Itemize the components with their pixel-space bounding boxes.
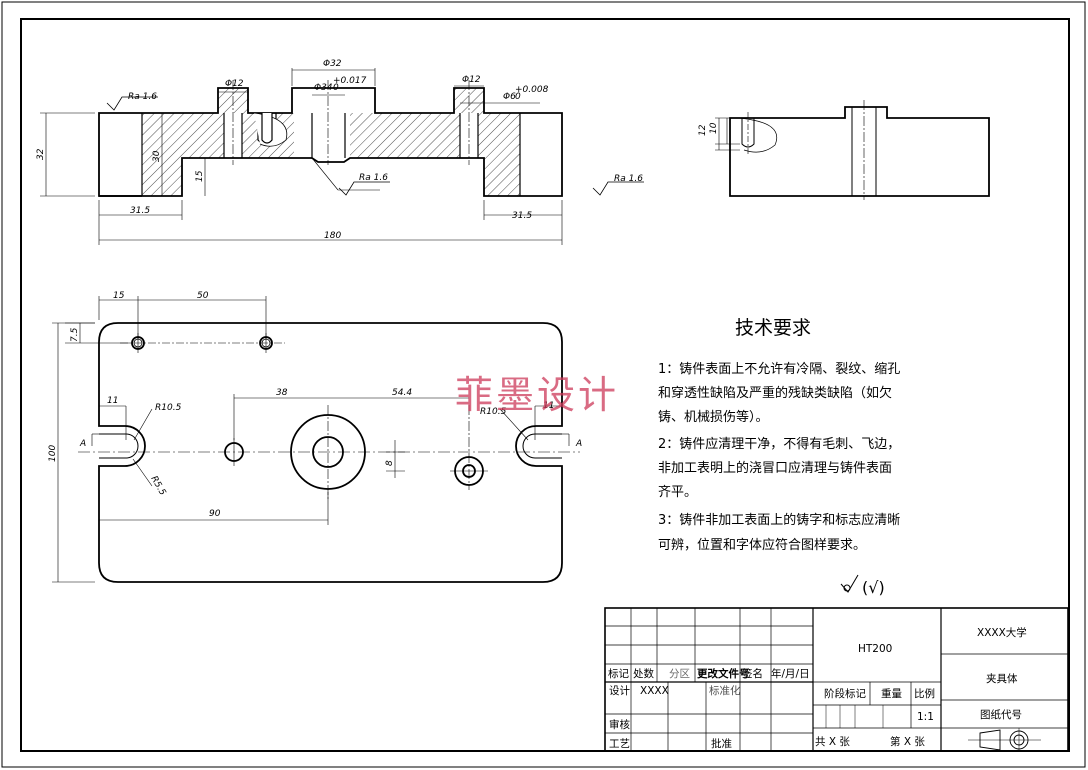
dim-phi32: Φ32: [323, 59, 342, 69]
top-dim-8: 8: [385, 460, 395, 466]
tech-title: 技术要求: [735, 317, 811, 339]
side-dim-10: 10: [709, 122, 719, 134]
tech-line-3: 铸、机械损伤等）。: [658, 409, 769, 425]
ra-left-label: Ra 1.6: [128, 92, 157, 102]
watermark: 菲墨设计: [455, 373, 619, 417]
top-dim-15: 15: [113, 291, 125, 301]
tech-line-1: 1：铸件表面上不允许有冷隔、裂纹、缩孔: [658, 361, 900, 377]
dim-180: 180: [324, 231, 341, 241]
top-dim-7-5: 7.5: [70, 327, 80, 342]
tb-stage: 阶段标记: [824, 687, 866, 700]
roughness-symbols: [106, 96, 644, 196]
dim-32: 32: [36, 148, 46, 160]
dim-30: 30: [152, 150, 162, 162]
tech-line-5: 非加工表明上的浇冒口应清理与铸件表面: [658, 460, 892, 476]
tech-line-4: 2：铸件应清理干净，不得有毛刺、飞边，: [658, 436, 900, 452]
top-dim-50: 50: [197, 291, 209, 301]
tb-weight: 重量: [881, 687, 902, 700]
tech-line-8: 可辨，位置和字体应符合图样要求。: [658, 537, 866, 553]
top-dim-r10-5-right: R10.5: [480, 407, 507, 417]
tb-process: 工艺: [609, 738, 630, 750]
general-roughness-icon: [840, 574, 859, 593]
tb-review: 审核: [609, 718, 630, 731]
top-dim-38: 38: [276, 388, 288, 398]
dim-phi34: Φ34: [314, 83, 333, 93]
ra-mid-label: Ra 1.6: [359, 173, 388, 183]
section-a-left: A: [79, 439, 86, 449]
top-view: [78, 322, 580, 583]
tech-line-7: 3：铸件非加工表面上的铸字和标志应清晰: [658, 512, 900, 528]
side-view: [715, 100, 990, 200]
top-dim-r10-5-left: R10.5: [155, 403, 182, 413]
dim-phi34-tol: +0.017: [333, 76, 367, 86]
tb-approve: 批准: [711, 737, 732, 750]
dim-31-5-right: 31.5: [512, 211, 532, 221]
tb-ratio: 1:1: [917, 711, 934, 723]
tb-school: XXXX大学: [977, 626, 1027, 639]
dim-phi12-right: Φ12: [462, 75, 481, 85]
tb-zone: 分区: [669, 668, 690, 680]
tb-standardize: 标准化: [709, 684, 741, 697]
tb-mark: 标记: [608, 668, 629, 680]
tb-doc-no: 更改文件号: [697, 667, 750, 680]
top-view-dimensions: [52, 296, 570, 583]
dim-phi6: Φ6: [503, 92, 516, 102]
tb-total: 共 X 张: [815, 736, 850, 748]
dim-phi34-tol2: 0: [333, 83, 339, 93]
dim-15: 15: [195, 170, 205, 182]
tb-ratio-label: 比例: [914, 687, 935, 700]
projection-symbol-icon: [968, 728, 1041, 752]
top-dim-r5-5: R5.5: [148, 475, 167, 498]
dim-phi12-left: Φ12: [225, 79, 244, 89]
tb-date: 年/月/日: [771, 667, 810, 680]
tb-designer: XXXX: [640, 685, 669, 697]
tb-drawing-no: 图纸代号: [980, 708, 1022, 721]
top-dim-11-right: 11: [543, 401, 554, 411]
tb-design: 设计: [609, 684, 630, 697]
general-roughness-text: (√): [862, 578, 885, 597]
tech-line-6: 齐平。: [658, 484, 697, 500]
inner-border: [20, 18, 1070, 752]
tb-material: HT200: [858, 643, 892, 655]
dim-31-5-left: 31.5: [130, 206, 150, 216]
side-dim-12: 12: [698, 124, 708, 136]
ra-right-label: Ra 1.6: [614, 174, 643, 184]
dim-phi6-tol: +0.008: [515, 85, 549, 95]
front-section-view: [98, 80, 563, 197]
top-dim-90: 90: [209, 509, 221, 519]
tb-sign: 签名: [742, 667, 763, 680]
title-block: [604, 607, 1069, 752]
front-view-dimensions: [40, 68, 563, 245]
top-dim-100: 100: [48, 445, 58, 462]
top-dim-11-left: 11: [107, 396, 118, 406]
dim-phi6-tol2: 0: [515, 92, 521, 102]
tech-line-2: 和穿透性缺陷及严重的残缺类缺陷（如欠: [658, 385, 892, 401]
section-a-right: A: [575, 439, 582, 449]
top-dim-54-4: 54.4: [392, 388, 412, 398]
tb-count: 处数: [633, 667, 654, 680]
tb-sheet: 第 X 张: [890, 735, 925, 748]
tb-part-name: 夹具体: [986, 672, 1018, 685]
